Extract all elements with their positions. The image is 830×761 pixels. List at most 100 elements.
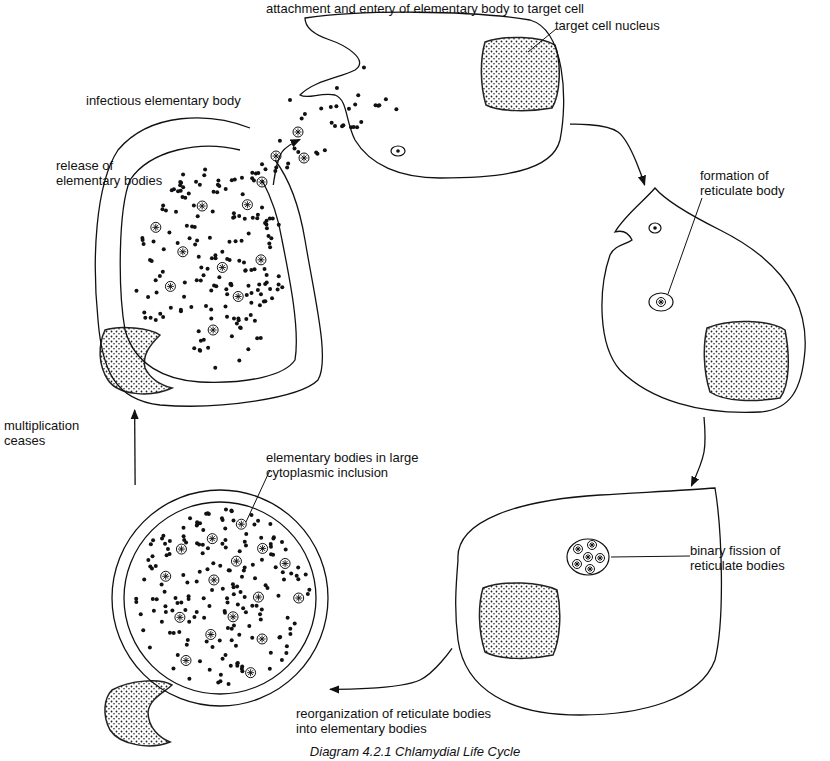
elementary-body	[199, 279, 203, 283]
reticulate-body	[151, 222, 161, 232]
elementary-body	[359, 120, 363, 124]
elementary-body	[214, 256, 218, 260]
elementary-body	[277, 283, 281, 287]
elementary-body	[195, 520, 199, 524]
elementary-body	[237, 633, 241, 637]
elementary-body	[240, 239, 244, 243]
elementary-body	[319, 106, 323, 110]
elementary-body	[244, 268, 248, 272]
elementary-body	[335, 86, 339, 90]
elementary-body	[238, 549, 242, 553]
elementary-body	[195, 580, 199, 584]
elementary-body	[187, 620, 191, 624]
elementary-body	[288, 98, 292, 102]
elementary-body	[245, 293, 249, 297]
elementary-body	[181, 172, 185, 176]
elementary-body	[241, 192, 245, 196]
reticulate-body	[236, 519, 246, 529]
elementary-body	[280, 540, 284, 544]
elementary-body	[187, 677, 191, 681]
stage-label: binary fission of reticulate bodies	[690, 543, 818, 573]
elementary-body	[218, 639, 222, 643]
elementary-body	[206, 511, 210, 515]
reticulate-body	[228, 612, 238, 622]
elementary-body	[244, 317, 248, 321]
cell-outline	[598, 185, 810, 417]
elementary-body	[163, 604, 167, 608]
elementary-body	[160, 583, 164, 587]
reticulate-body	[253, 592, 263, 602]
elementary-body	[213, 366, 217, 370]
elementary-body	[285, 166, 289, 170]
elementary-body	[230, 627, 234, 631]
elementary-body	[176, 189, 180, 193]
stage-label: target cell nucleus	[555, 18, 685, 33]
elementary-body	[231, 582, 235, 586]
elementary-body	[285, 644, 289, 648]
elementary-body	[148, 645, 152, 649]
elementary-body	[304, 572, 308, 576]
elementary-body	[276, 594, 280, 598]
elementary-body	[229, 664, 233, 668]
cell-outline	[90, 185, 325, 410]
elementary-body	[171, 667, 175, 671]
elementary-body	[280, 658, 284, 662]
elementary-body	[226, 600, 230, 604]
elementary-body	[221, 587, 225, 591]
elementary-body	[362, 66, 366, 70]
elementary-body	[149, 316, 153, 320]
elementary-body	[260, 162, 264, 166]
elementary-body	[208, 236, 212, 240]
elementary-body	[161, 203, 165, 207]
cycle-arrow	[570, 124, 645, 185]
elementary-body	[256, 213, 260, 217]
elementary-body	[228, 569, 232, 573]
elementary-body	[269, 236, 273, 240]
elementary-body	[278, 635, 282, 639]
elementary-body	[237, 318, 241, 322]
elementary-body	[195, 610, 199, 614]
elementary-body	[223, 609, 227, 613]
reticulate-body	[206, 629, 216, 639]
stage-label: release of elementary bodies	[56, 158, 168, 188]
vacuole	[391, 146, 405, 156]
elementary-body	[181, 185, 185, 189]
elementary-body	[271, 553, 275, 557]
elementary-body	[258, 612, 262, 616]
elementary-body	[268, 522, 272, 526]
elementary-body	[244, 532, 248, 536]
elementary-body	[242, 569, 246, 573]
elementary-body	[206, 267, 210, 271]
elementary-body	[263, 167, 267, 171]
elementary-body	[257, 283, 261, 287]
elementary-body	[255, 604, 259, 608]
elementary-body	[201, 528, 205, 532]
elementary-body	[205, 567, 209, 571]
elementary-body	[243, 217, 247, 221]
elementary-body	[247, 231, 251, 235]
reticulate-body	[165, 281, 175, 291]
reticulate-body	[256, 255, 266, 265]
elementary-body	[180, 195, 184, 199]
elementary-body	[314, 151, 318, 155]
elementary-body	[181, 526, 185, 530]
elementary-body	[268, 217, 272, 221]
elementary-body	[243, 595, 247, 599]
elementary-body	[249, 301, 253, 305]
elementary-body	[237, 214, 241, 218]
elementary-body	[293, 146, 297, 150]
elementary-body	[224, 305, 228, 309]
elementary-body	[303, 112, 307, 116]
leader-line	[668, 198, 702, 294]
elementary-body	[141, 238, 145, 242]
elementary-body	[134, 600, 138, 604]
elementary-body	[192, 346, 196, 350]
reticulate-body	[657, 298, 666, 307]
elementary-body	[154, 278, 158, 282]
elementary-body	[198, 349, 202, 353]
elementary-body	[173, 596, 177, 600]
elementary-body	[256, 288, 260, 292]
elementary-body	[252, 523, 256, 527]
elementary-body	[220, 516, 224, 520]
